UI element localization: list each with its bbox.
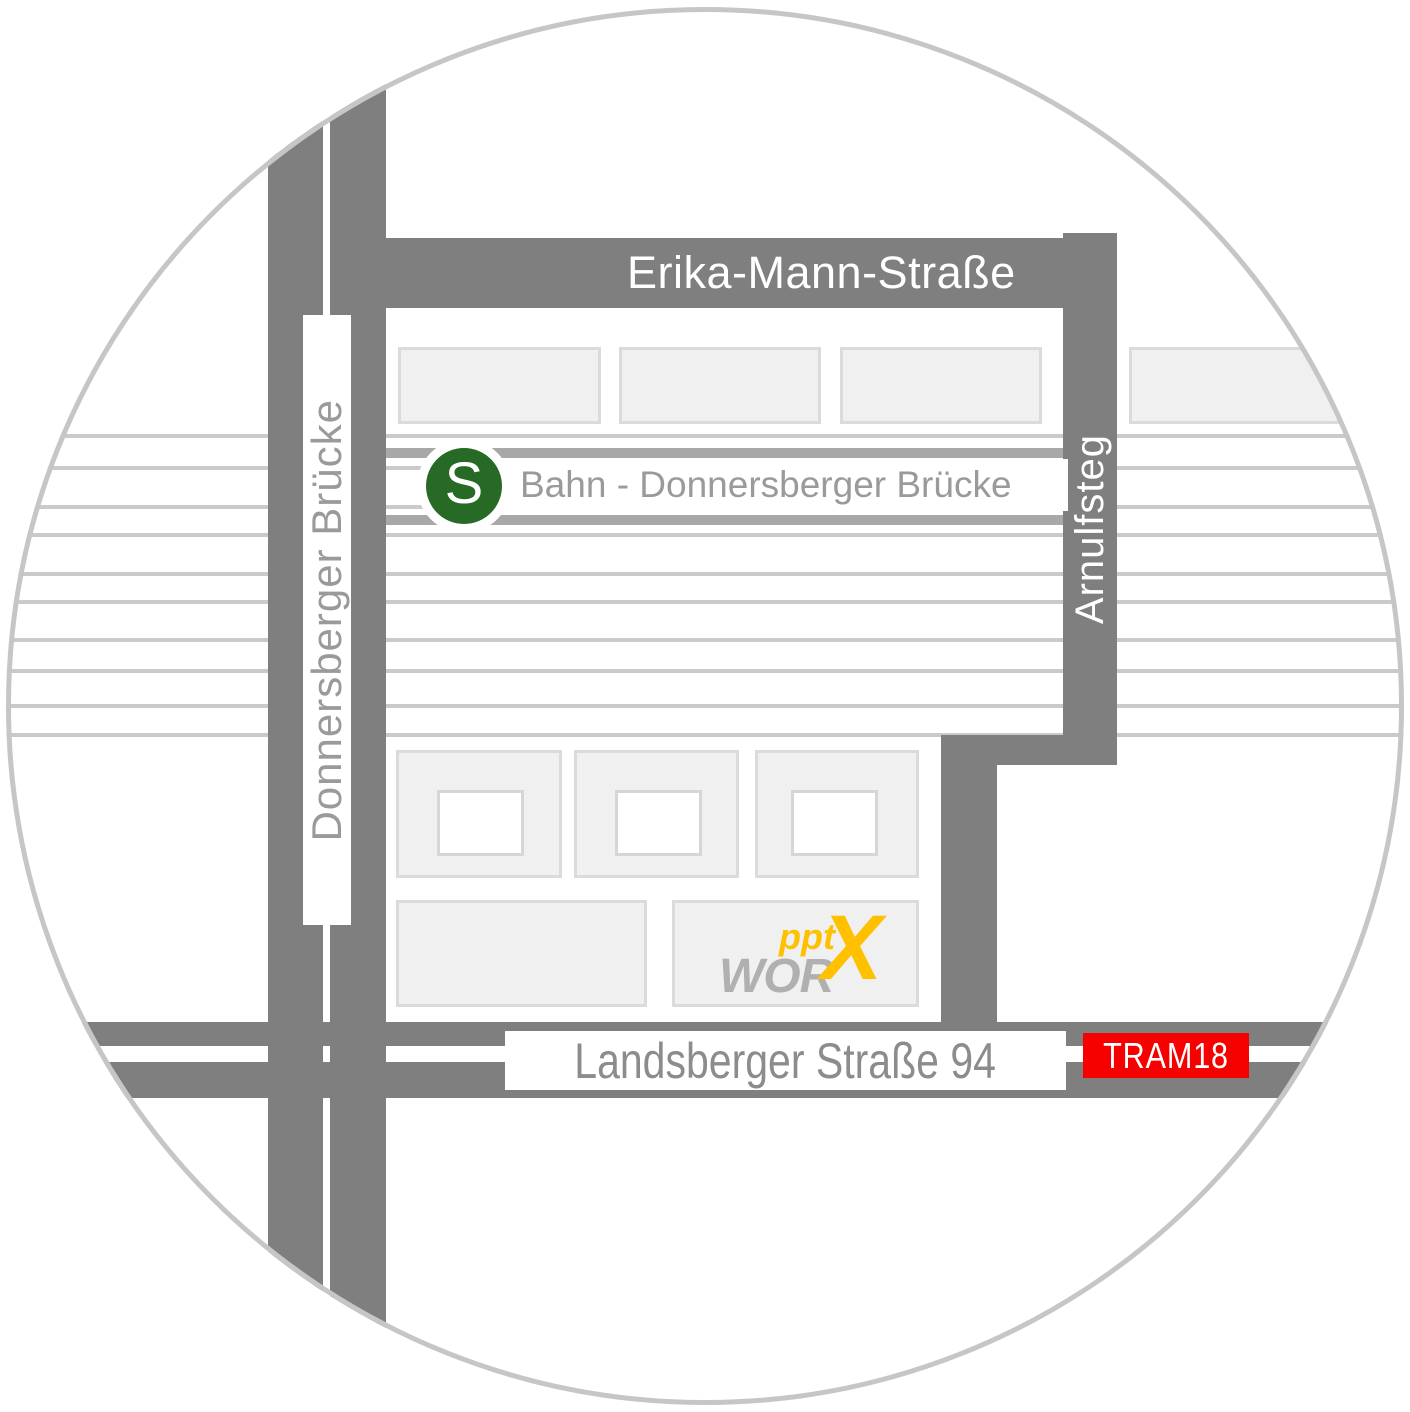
sbahn-station-label: Bahn - Donnersberger Brücke [450, 459, 1068, 511]
building-with-courtyard [396, 750, 562, 878]
tram18-badge-label: TRAM18 [1103, 1034, 1229, 1076]
sbahn-logo-icon: S [426, 448, 502, 524]
street-label-erika-mann-strasse: Erika-Mann-Straße [627, 247, 1016, 298]
tram18-badge: TRAM18 [1083, 1033, 1249, 1078]
railway-track-line [6, 572, 1404, 576]
building [1129, 347, 1340, 424]
building [396, 900, 647, 1007]
railway-track-line [6, 638, 1404, 642]
building-pptworx: ppt WOR X [672, 900, 919, 1007]
street-label-arnulfsteg: Arnulfsteg [1067, 433, 1112, 625]
railway-track-line [6, 733, 1404, 737]
building [398, 347, 601, 424]
building-with-courtyard [574, 750, 739, 878]
railway-track-line [6, 669, 1404, 673]
building [840, 347, 1042, 424]
station-platform-band [386, 448, 1063, 458]
street-label-landsberger-strasse: Landsberger Straße 94 [574, 1032, 997, 1089]
pptworx-logo: ppt WOR X [675, 897, 916, 1004]
pptworx-logo-x: X [821, 897, 883, 999]
building [619, 347, 821, 424]
street-label-donnersberger-bruecke: Donnersberger Brücke [303, 398, 350, 842]
sbahn-station-name: Bahn - Donnersberger Brücke [520, 464, 1012, 505]
pptworx-logo-wor: WOR [719, 950, 834, 1003]
railway-track-line [6, 704, 1404, 708]
building-with-courtyard [755, 750, 919, 878]
street-label-box-donnersberger: Donnersberger Brücke [303, 315, 351, 925]
building-courtyard [615, 790, 702, 856]
railway-track-line [6, 533, 1404, 537]
map-area: Erika-Mann-Straße Arnulfsteg pp [6, 7, 1404, 1405]
station-platform-band [386, 515, 1063, 525]
railway-track-line [6, 434, 1404, 438]
pptworx-logo-ppt: ppt [779, 916, 835, 957]
sbahn-badge: S [417, 439, 511, 533]
street-erika-mann-strasse: Erika-Mann-Straße [384, 238, 1117, 308]
building-courtyard [437, 790, 524, 856]
connector-road-vertical [941, 735, 997, 1022]
building-courtyard [791, 790, 878, 856]
sbahn-logo-letter: S [444, 451, 484, 516]
railway-track-line [6, 600, 1404, 604]
street-arnulfsteg: Arnulfsteg [1063, 233, 1117, 765]
street-label-box-landsberger: Landsberger Straße 94 [505, 1031, 1066, 1090]
